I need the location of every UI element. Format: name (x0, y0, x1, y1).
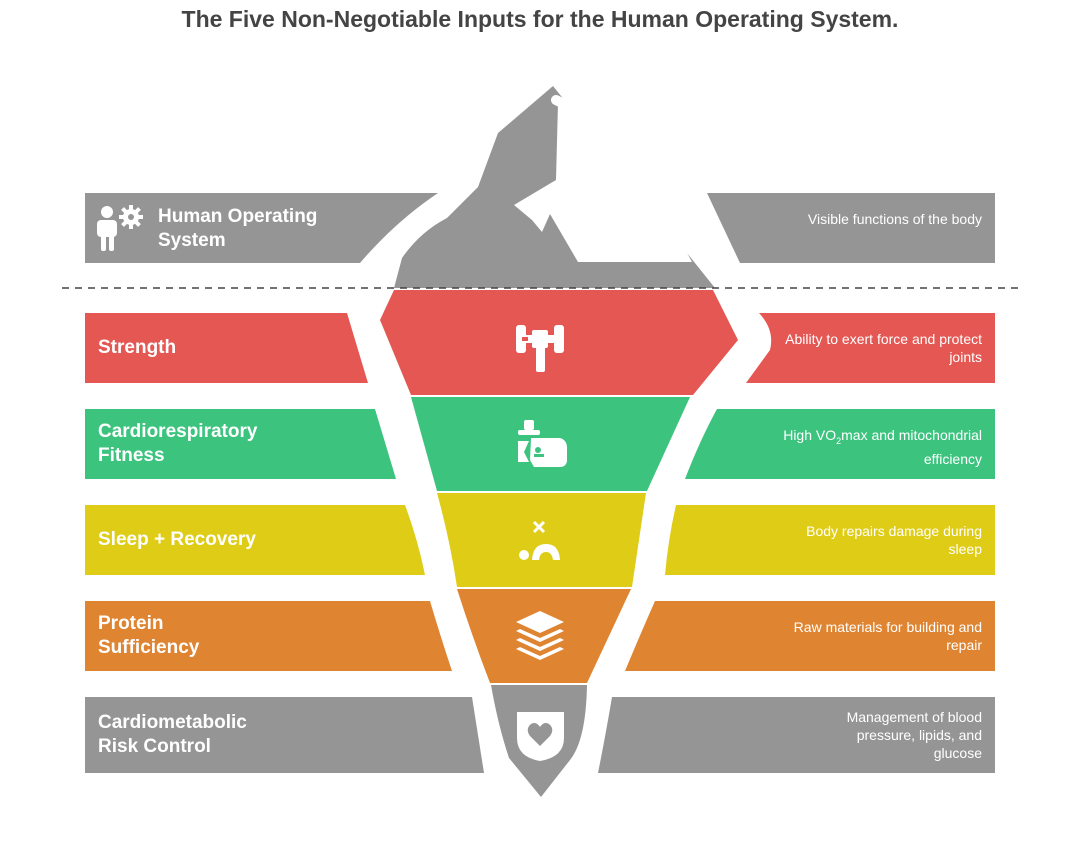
layer-description-cardio: High VO2max and mitochondrial efficiency (782, 426, 982, 468)
tip-label: Human Operating System (158, 205, 317, 253)
layer-label-line1: Protein (98, 612, 199, 636)
tip-band-right (707, 193, 995, 263)
layer-label-sleep: Sleep + Recovery (98, 528, 256, 552)
layer-label-line1: Cardiorespiratory (98, 420, 257, 444)
layer-label-line1: Sleep + Recovery (98, 528, 256, 552)
layer-segment-protein (457, 589, 631, 683)
layer-label-line2: Fitness (98, 444, 257, 468)
layer-label-line2: Risk Control (98, 735, 247, 759)
layer-label-cardio: Cardiorespiratory Fitness (98, 420, 257, 468)
tip-description: Visible functions of the body (782, 210, 982, 228)
layer-description-strength: Ability to exert force and protect joint… (782, 330, 982, 366)
vo2-prefix: High VO (783, 427, 836, 443)
layer-label-strength: Strength (98, 336, 176, 360)
layer-label-line1: Strength (98, 336, 176, 360)
tip-label-line2: System (158, 229, 317, 253)
layer-segment-sleep (437, 493, 646, 587)
vo2-suffix: max and mitochondrial efficiency (841, 427, 982, 467)
layer-label-line2: Sufficiency (98, 636, 199, 660)
layer-description-cardiometabolic: Management of blood pressure, lipids, an… (812, 708, 982, 762)
heart-shield-icon (517, 712, 564, 761)
tip-label-line1: Human Operating (158, 205, 317, 229)
layer-label-protein: Protein Sufficiency (98, 612, 199, 660)
layer-description-sleep: Body repairs damage during sleep (782, 522, 982, 558)
layer-description-protein: Raw materials for building and repair (782, 618, 982, 654)
layer-label-cardiometabolic: Cardiometabolic Risk Control (98, 711, 247, 759)
layer-label-line1: Cardiometabolic (98, 711, 247, 735)
